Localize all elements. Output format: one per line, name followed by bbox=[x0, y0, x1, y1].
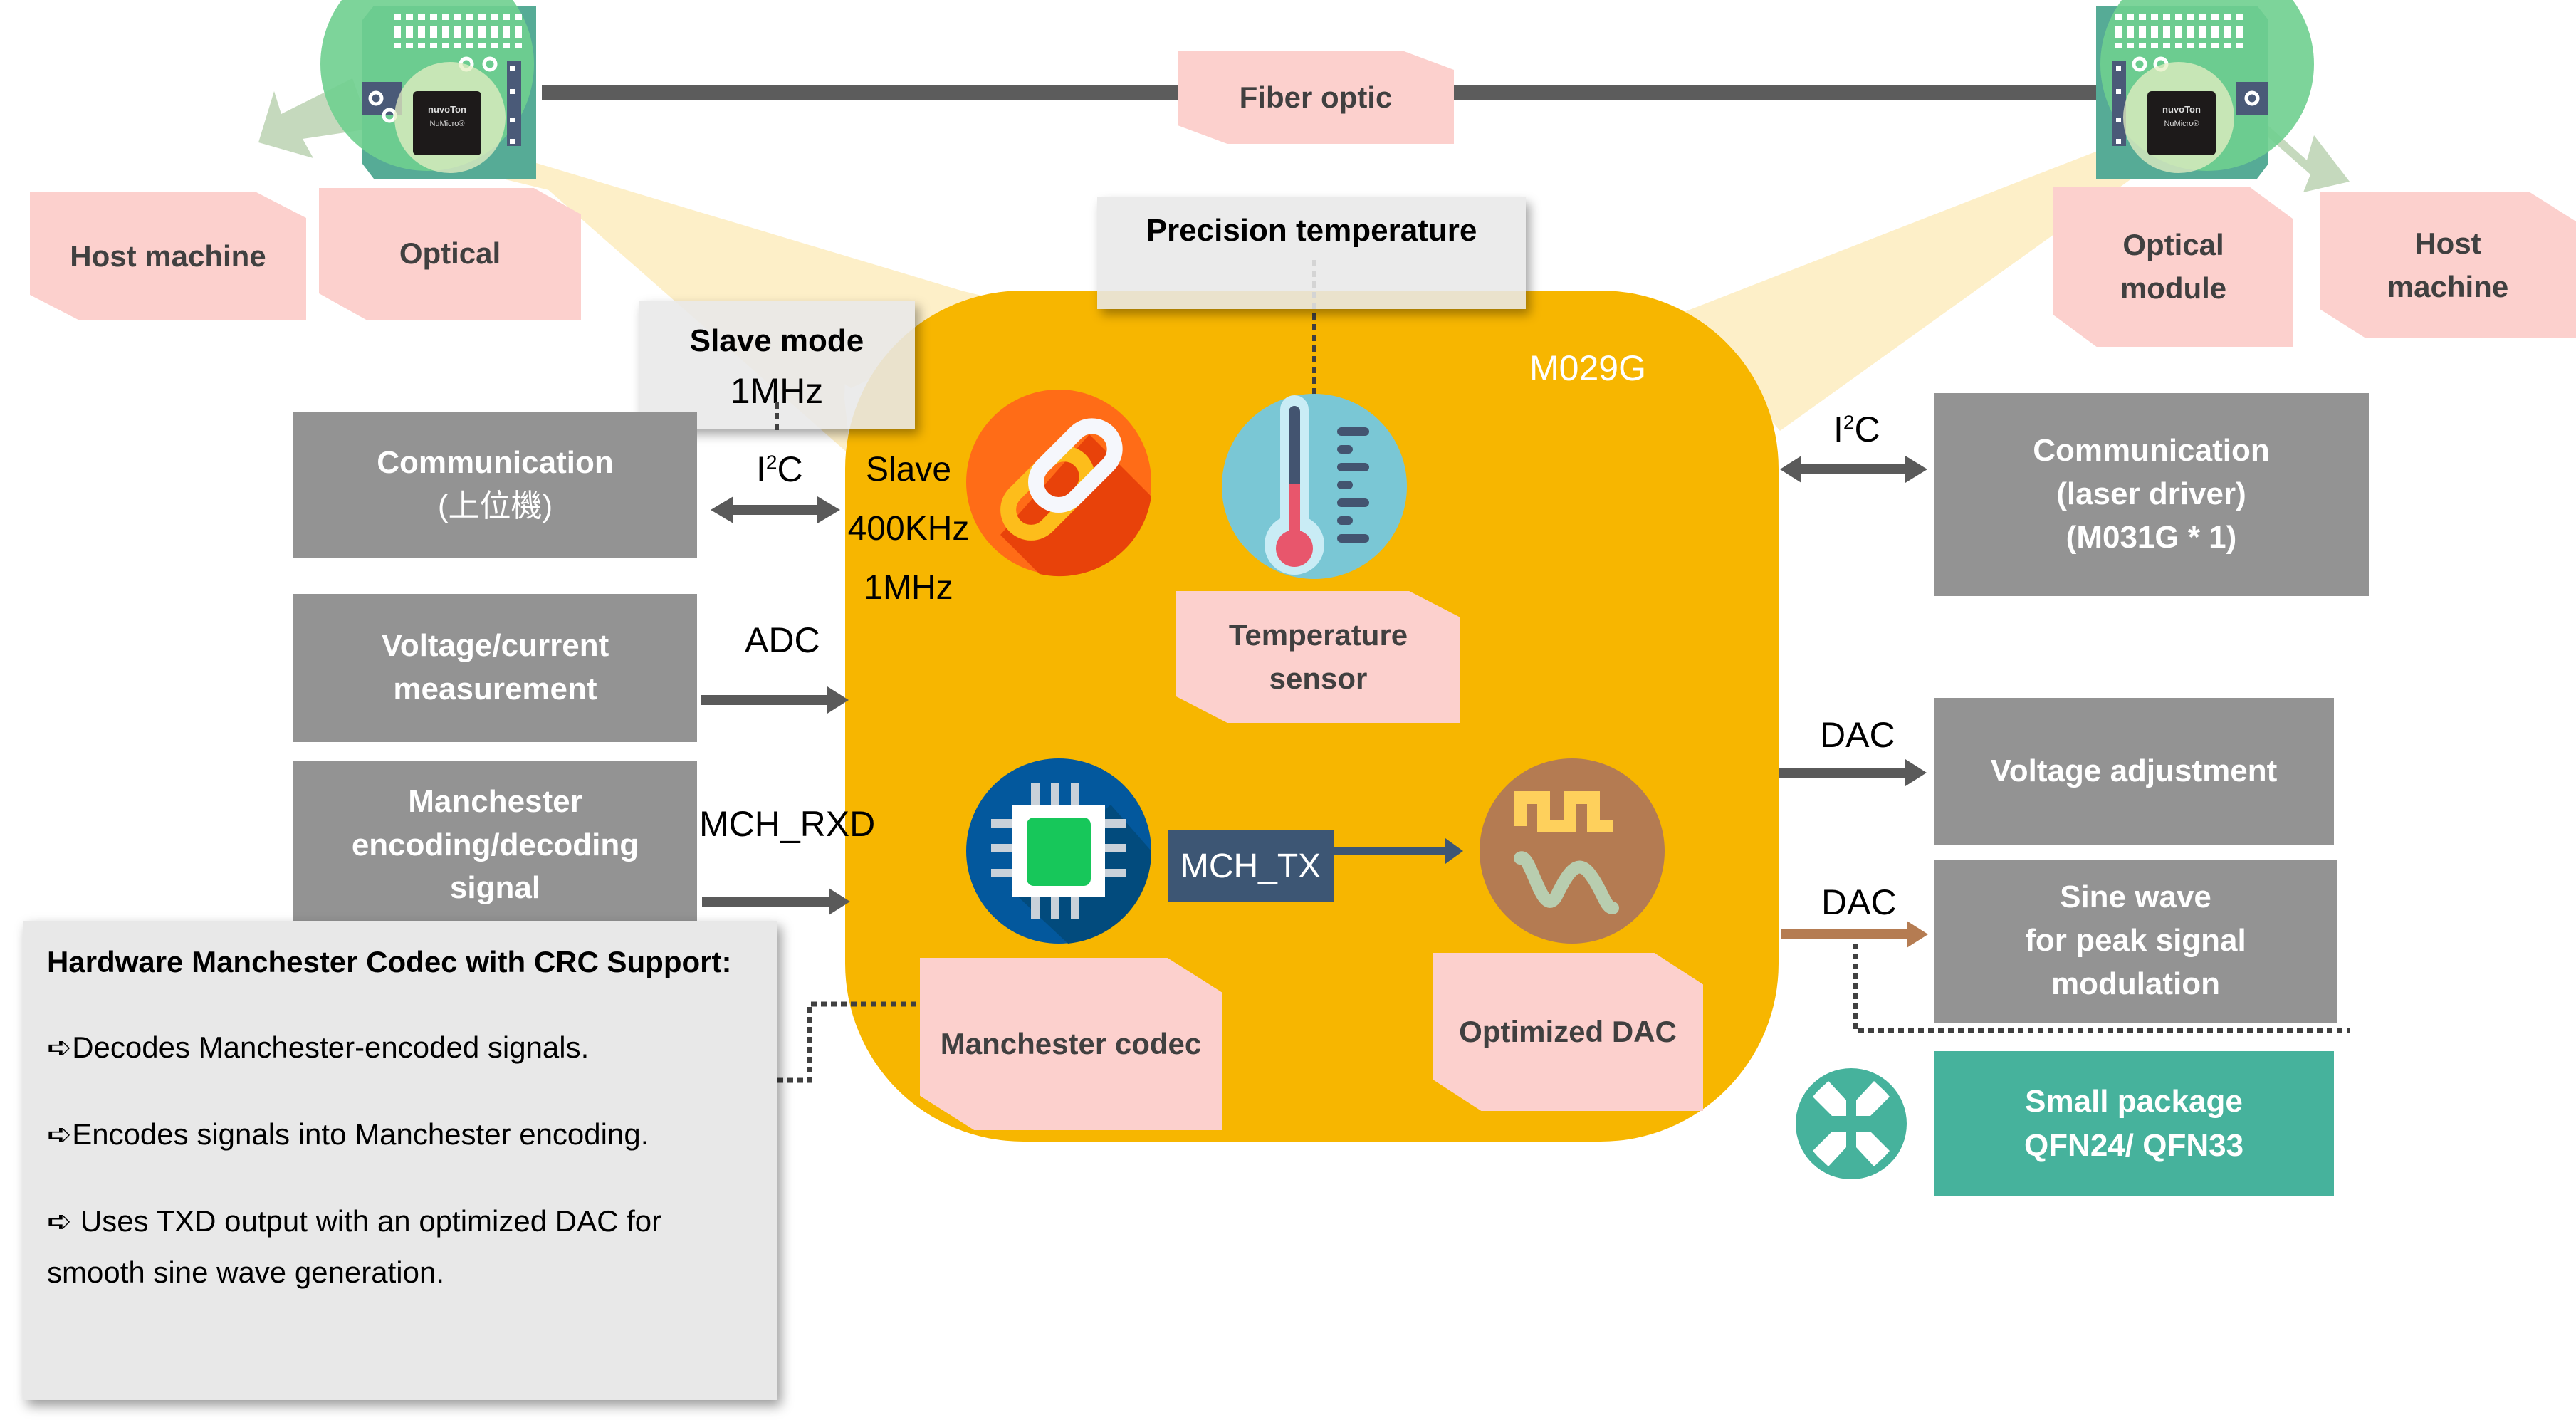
optimized-dac-label: Optimized DAC bbox=[1433, 953, 1703, 1111]
bullet-arrow-icon: ➪ bbox=[47, 1117, 73, 1151]
left-block-communication-host: Communication (上位機) bbox=[293, 412, 697, 558]
right-block-1-line-2: (laser driver) bbox=[2056, 476, 2246, 512]
left-host-machine-label: Host machine bbox=[30, 192, 306, 320]
left-optical-label: Optical bbox=[319, 188, 581, 320]
right-block-4-line-2: QFN24/ QFN33 bbox=[2023, 1128, 2244, 1163]
left-i2c-main: I bbox=[756, 449, 766, 489]
left-block-3-line-1: Manchester bbox=[408, 784, 582, 819]
precision-temperature-note: Precision temperature bbox=[1097, 197, 1526, 309]
left-board-icon: nuvoTon NuMicro® bbox=[320, 0, 536, 179]
slave-mode-speed: 1MHz bbox=[730, 371, 824, 411]
right-board-brand: nuvoTon bbox=[2162, 104, 2201, 115]
right-i2c-label: I2C bbox=[1833, 409, 1880, 450]
callout-title: Hardware Manchester Codec with CRC Suppo… bbox=[47, 945, 732, 978]
right-i2c-main: I bbox=[1833, 409, 1843, 449]
left-i2c-arrow bbox=[711, 496, 840, 523]
callout-item-2: ➪Encodes signals into Manchester encodin… bbox=[47, 1109, 753, 1160]
callout-item-1-text: Decodes Manchester-encoded signals. bbox=[72, 1030, 590, 1064]
temperature-sensor-line-2: sensor bbox=[1269, 661, 1368, 695]
left-block-2-line-1: Voltage/current bbox=[381, 628, 609, 664]
left-board-brand: nuvoTon bbox=[428, 104, 466, 115]
temperature-sensor-label: Temperature sensor bbox=[1176, 591, 1460, 723]
right-dac-arrow-voltage bbox=[1779, 759, 1927, 786]
left-adc-label: ADC bbox=[745, 620, 820, 660]
bullet-arrow-icon: ➪ bbox=[47, 1204, 73, 1238]
right-block-small-package: Small package QFN24/ QFN33 bbox=[1934, 1051, 2334, 1196]
right-block-3-line-2: for peak signal bbox=[2025, 923, 2246, 959]
right-block-1-line-1: Communication bbox=[2033, 433, 2270, 469]
i2c-slave-line-2: 400KHz bbox=[847, 510, 970, 548]
i2c-slave-line-3: 1MHz bbox=[864, 569, 953, 607]
waveform-icon bbox=[1480, 758, 1665, 944]
left-block-manchester-signal: Manchester encoding/decoding signal bbox=[293, 761, 697, 926]
precision-temperature-text: Precision temperature bbox=[1146, 213, 1477, 248]
right-block-3-line-1: Sine wave bbox=[2060, 879, 2211, 915]
bullet-arrow-icon: ➪ bbox=[47, 1030, 73, 1064]
left-block-2-line-2: measurement bbox=[393, 672, 597, 706]
right-host-machine-line-1: Host bbox=[2414, 226, 2481, 260]
fiber-optic-label: Fiber optic bbox=[1178, 51, 1454, 144]
i2c-slave-speeds: Slave 400KHz 1MHz bbox=[837, 440, 980, 617]
left-block-3-line-2: encoding/decoding bbox=[351, 827, 639, 862]
right-block-1-line-3: (M031G * 1) bbox=[2065, 519, 2237, 555]
right-i2c-arrow bbox=[1780, 456, 1927, 483]
compress-arrows-icon bbox=[1796, 1068, 1907, 1179]
left-board-series: NuMicro® bbox=[429, 120, 464, 128]
right-host-arrow bbox=[2239, 100, 2350, 192]
right-optical-module-line-1: Optical bbox=[2122, 228, 2224, 262]
processor-chip-icon bbox=[966, 758, 1152, 944]
left-block-3-line-3: signal bbox=[449, 870, 541, 906]
mch-tx-arrow bbox=[1334, 838, 1463, 864]
link-icon bbox=[966, 390, 1151, 577]
right-block-voltage-adjustment: Voltage adjustment bbox=[1934, 698, 2334, 845]
left-block-1-line-2: (上位機) bbox=[437, 489, 553, 523]
right-dac-label-voltage: DAC bbox=[1820, 715, 1895, 755]
right-host-machine-label: Host machine bbox=[2320, 192, 2576, 338]
right-optical-module-line-2: module bbox=[2120, 271, 2227, 305]
right-block-3-line-3: modulation bbox=[2051, 966, 2221, 1001]
callout-item-3-text: Uses TXD output with an optimized DAC fo… bbox=[47, 1204, 670, 1289]
left-mch-rxd-arrow bbox=[702, 888, 850, 915]
slave-mode-note: Slave mode 1MHz bbox=[639, 301, 915, 429]
callout-item-1: ➪Decodes Manchester-encoded signals. bbox=[47, 1022, 753, 1073]
right-block-4-line-1: Small package bbox=[2025, 1084, 2243, 1119]
chip-title: M029G bbox=[1529, 348, 1646, 388]
mch-tx-label: MCH_TX bbox=[1168, 830, 1334, 902]
temperature-sensor-line-1: Temperature bbox=[1228, 617, 1408, 652]
right-board-series: NuMicro® bbox=[2164, 120, 2199, 128]
callout-dotted-connector bbox=[698, 1001, 917, 1083]
manchester-codec-label: Manchester codec bbox=[920, 958, 1222, 1130]
slave-mode-title: Slave mode bbox=[689, 323, 864, 358]
right-board-icon: nuvoTon NuMicro® bbox=[2096, 0, 2314, 179]
right-zoom-cone bbox=[1680, 141, 2157, 431]
right-optical-module-label: Optical module bbox=[2053, 187, 2293, 347]
manchester-codec-callout: Hardware Manchester Codec with CRC Suppo… bbox=[23, 921, 777, 1400]
thermometer-icon bbox=[1222, 394, 1407, 579]
left-i2c-sup: 2 bbox=[765, 451, 777, 474]
right-i2c-sup: 2 bbox=[1843, 411, 1855, 434]
right-block-sine-wave: Sine wave for peak signal modulation bbox=[1934, 860, 2337, 1023]
left-mch-rxd-label: MCH_RXD bbox=[699, 804, 876, 844]
right-dac-label-sine: DAC bbox=[1821, 882, 1897, 922]
left-block-1-line-1: Communication bbox=[377, 445, 614, 481]
right-block-2-line-1: Voltage adjustment bbox=[1990, 753, 2278, 788]
left-i2c-label: I2C bbox=[756, 449, 803, 490]
callout-item-2-text: Encodes signals into Manchester encoding… bbox=[72, 1117, 649, 1151]
i2c-slave-line-1: Slave bbox=[865, 451, 952, 489]
right-block-communication-laser: Communication (laser driver) (M031G * 1) bbox=[1934, 393, 2369, 596]
right-host-machine-line-2: machine bbox=[2387, 269, 2509, 303]
callout-item-3: ➪ Uses TXD output with an optimized DAC … bbox=[47, 1196, 753, 1298]
left-block-voltage-current: Voltage/current measurement bbox=[293, 594, 697, 742]
left-adc-arrow bbox=[701, 686, 849, 714]
right-dac-arrow-sine bbox=[1781, 921, 1928, 948]
right-i2c-tail: C bbox=[1854, 409, 1880, 449]
left-i2c-tail: C bbox=[777, 449, 803, 489]
